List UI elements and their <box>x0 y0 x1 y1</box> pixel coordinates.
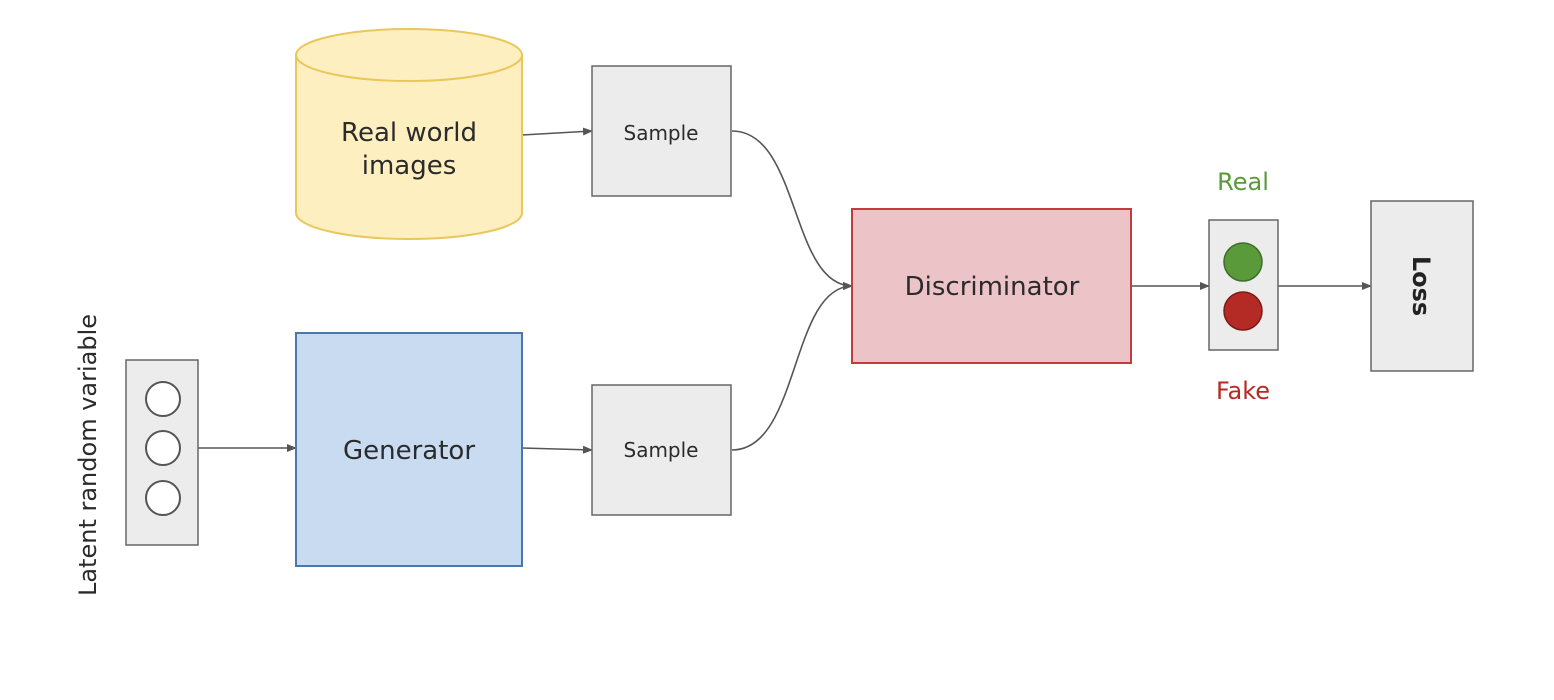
discriminator-box: Discriminator <box>851 208 1132 364</box>
latent-node-2 <box>145 430 181 466</box>
sample-top-box: Sample <box>591 65 732 197</box>
loss-label: Loss <box>1407 256 1435 316</box>
latent-vector-box <box>125 359 199 546</box>
latent-node-1 <box>145 381 181 417</box>
connectors <box>182 127 1372 454</box>
arrow-sample-bottom-to-discriminator <box>731 282 853 451</box>
arrow-generator-to-sample-bottom <box>521 445 593 454</box>
database-top <box>295 28 523 82</box>
loss-box: Loss <box>1370 200 1474 372</box>
sample-top-label: Sample <box>624 121 699 145</box>
fake-label: Fake <box>1216 377 1270 405</box>
sample-bottom-box: Sample <box>591 384 732 516</box>
database-label-line1: Real world <box>341 118 477 148</box>
latent-random-variable-label: Latent random variable <box>74 314 102 596</box>
real-label: Real <box>1217 168 1269 196</box>
real-indicator-light <box>1223 242 1263 282</box>
database-label-line2: images <box>362 151 457 181</box>
database-body <box>295 55 523 240</box>
fake-indicator-light <box>1223 291 1263 331</box>
arrow-sample-top-to-discriminator <box>731 130 853 290</box>
generator-label: Generator <box>343 436 475 466</box>
discriminator-label: Discriminator <box>905 272 1080 302</box>
arrow-database-to-sample-top <box>521 127 593 136</box>
generator-box: Generator <box>295 332 523 567</box>
sample-bottom-label: Sample <box>624 438 699 462</box>
real-fake-indicator <box>1208 219 1279 351</box>
real-world-images-database: Real world images <box>295 28 523 240</box>
latent-node-3 <box>145 480 181 516</box>
